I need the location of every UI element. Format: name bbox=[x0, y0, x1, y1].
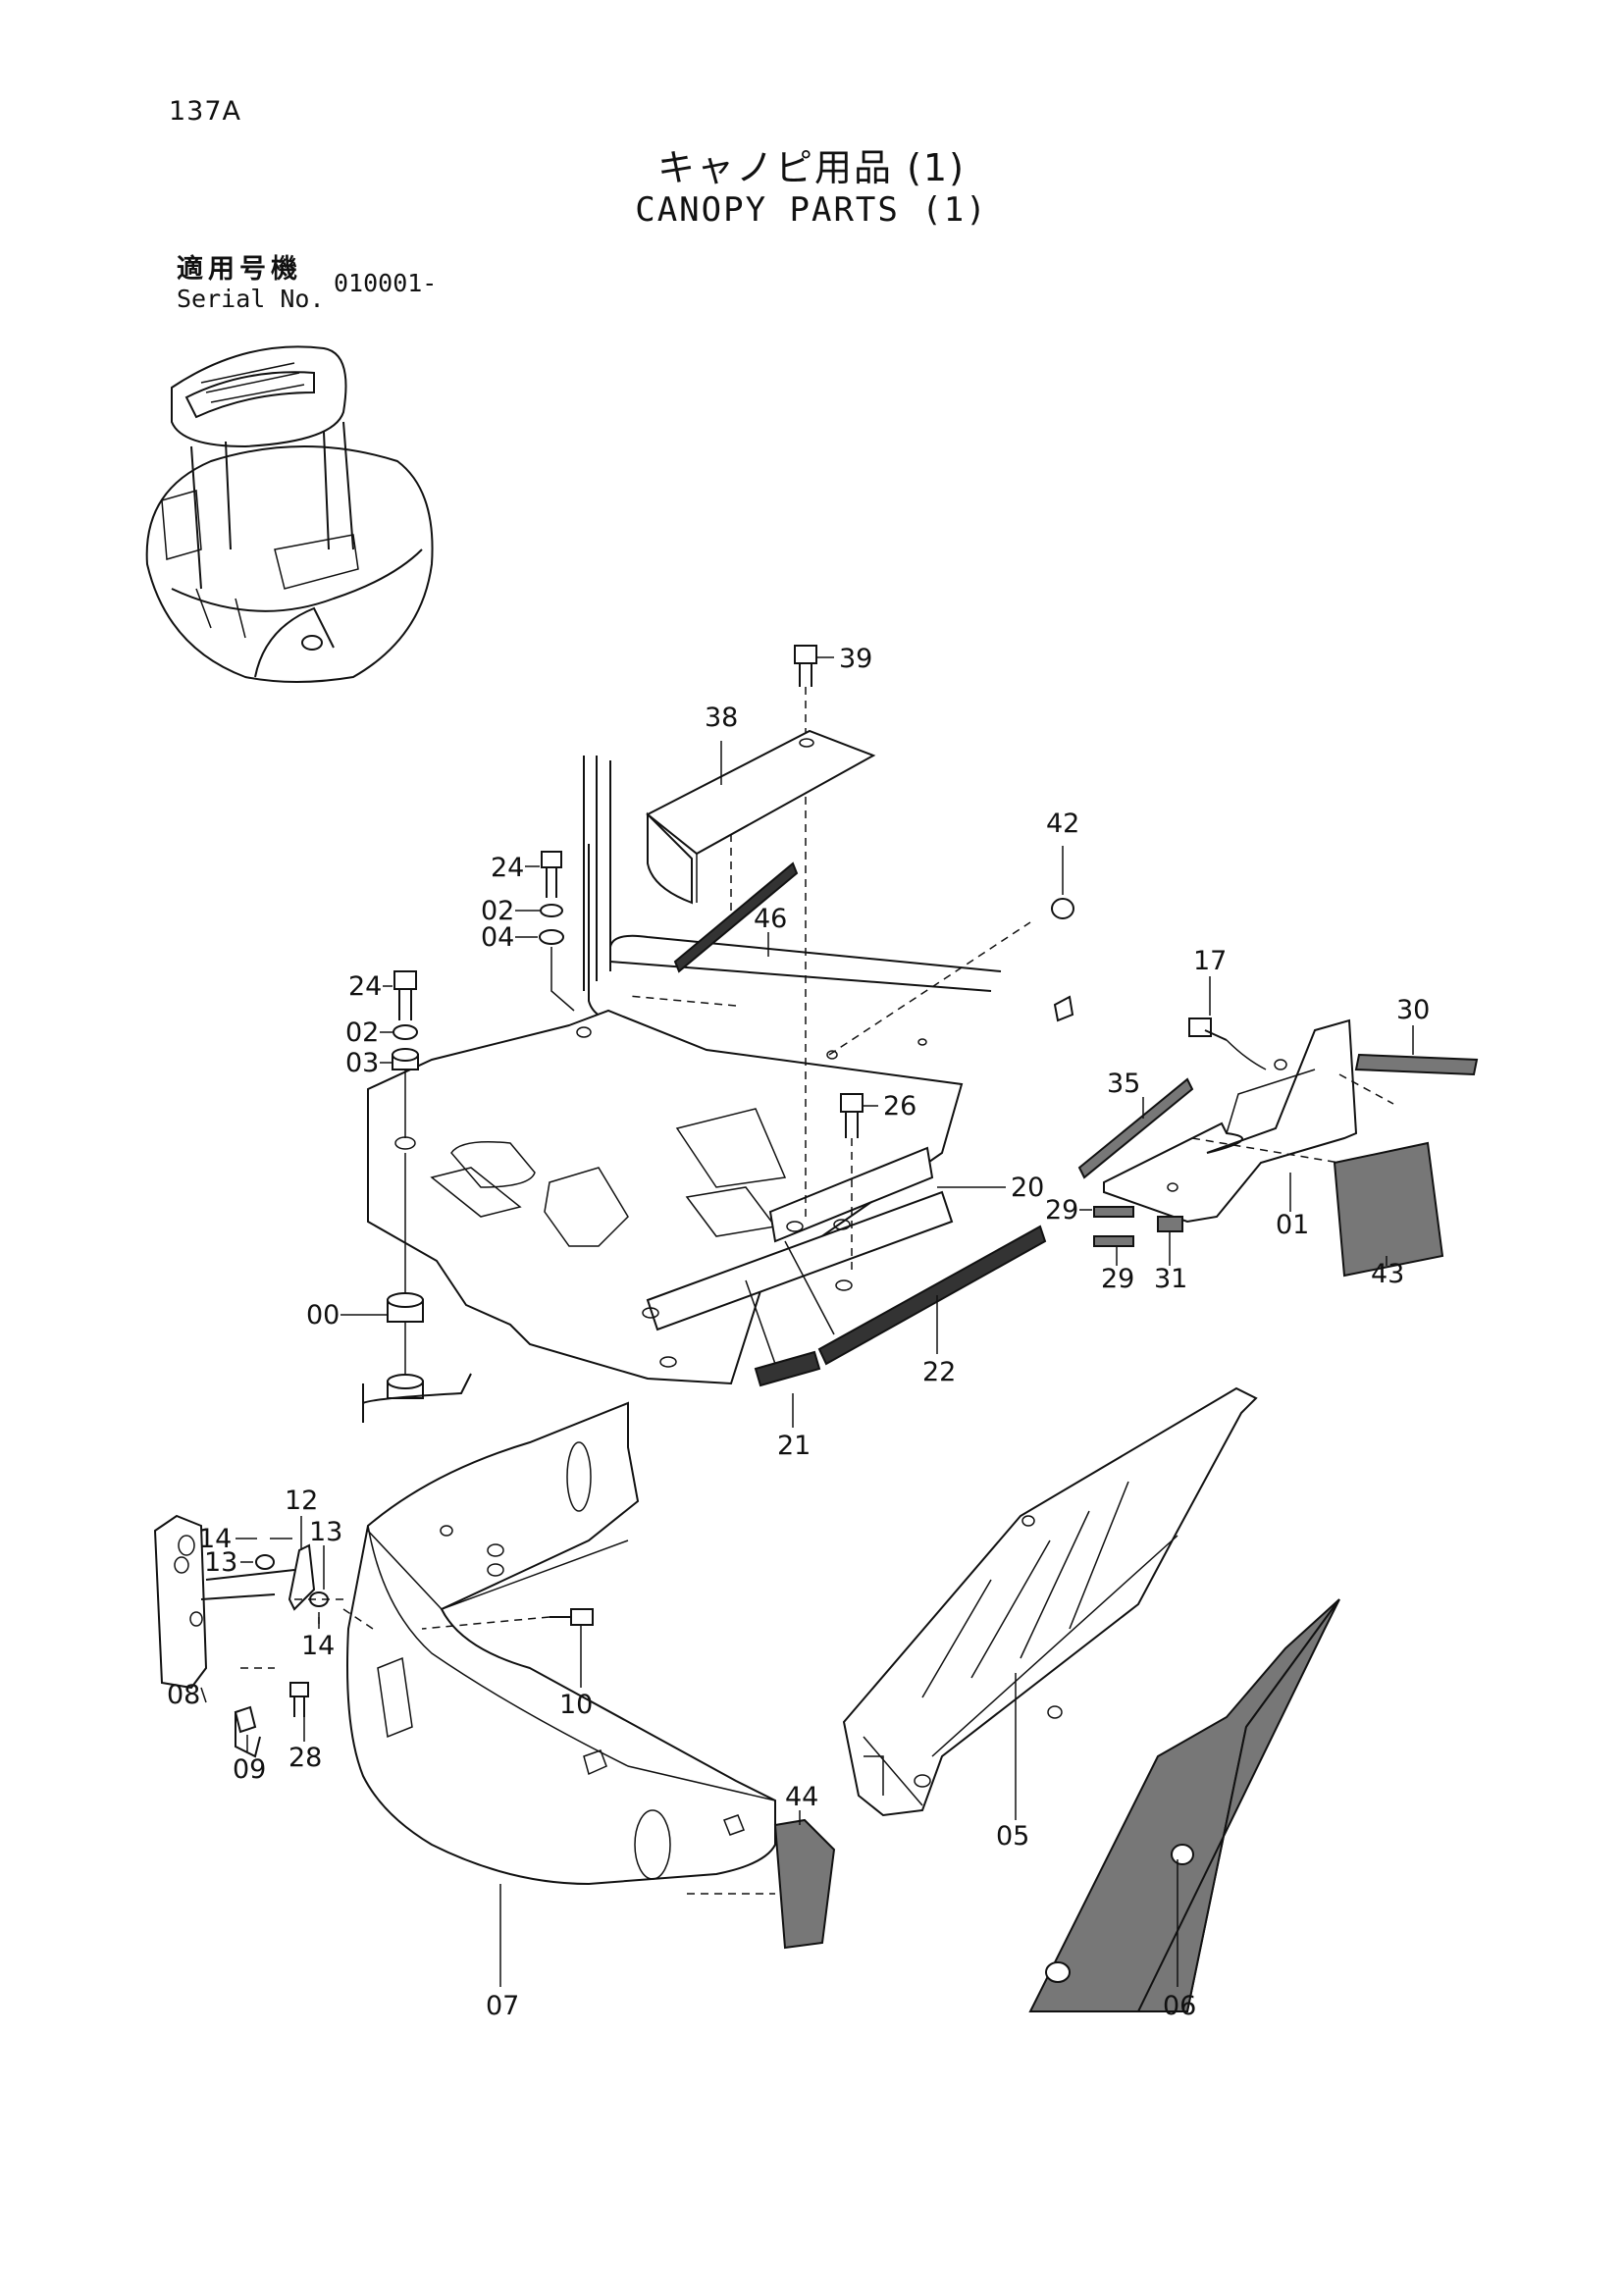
callout-03: 03 bbox=[345, 1048, 379, 1078]
machine-overview-illustration bbox=[145, 345, 434, 683]
callout-01: 01 bbox=[1276, 1210, 1309, 1240]
callout-06: 06 bbox=[1163, 1991, 1196, 2021]
callout-44: 44 bbox=[785, 1782, 818, 1812]
serial-label-english: Serial No. bbox=[177, 285, 325, 313]
cover-07-part bbox=[342, 1401, 776, 1886]
callout-39: 39 bbox=[839, 644, 872, 674]
floor-plate-part bbox=[367, 1009, 964, 1385]
callout-46: 46 bbox=[754, 904, 787, 934]
callout-labels: 39 38 42 24 02 04 46 24 02 03 17 30 35 2… bbox=[167, 644, 1430, 2021]
callout-38: 38 bbox=[705, 703, 738, 733]
callout-22: 22 bbox=[922, 1357, 956, 1387]
callout-17: 17 bbox=[1193, 946, 1227, 976]
callout-21: 21 bbox=[777, 1431, 811, 1461]
leader-lines bbox=[200, 656, 1414, 1987]
callout-10: 10 bbox=[559, 1690, 593, 1720]
callout-09: 09 bbox=[233, 1754, 266, 1785]
callout-24-lower: 24 bbox=[348, 971, 382, 1002]
serial-number-value: 010001- bbox=[334, 269, 438, 297]
plate-06-part bbox=[1028, 1598, 1340, 2012]
guard-05-part bbox=[842, 1386, 1258, 1817]
callout-42: 42 bbox=[1046, 809, 1079, 839]
callout-02-lower: 02 bbox=[345, 1018, 379, 1048]
callout-31: 31 bbox=[1154, 1264, 1187, 1294]
callout-20: 20 bbox=[1011, 1173, 1044, 1203]
callout-35: 35 bbox=[1107, 1069, 1140, 1099]
page-number: 137A bbox=[169, 96, 242, 127]
callout-05: 05 bbox=[996, 1821, 1029, 1852]
cover-38-part bbox=[646, 729, 876, 973]
pad-44-part bbox=[687, 1818, 836, 1950]
callout-04: 04 bbox=[481, 922, 514, 953]
page-title-english: CANOPY PARTS (1) bbox=[635, 190, 988, 230]
callout-30: 30 bbox=[1396, 995, 1430, 1025]
callout-29-lower: 29 bbox=[1101, 1264, 1134, 1294]
callout-07: 07 bbox=[486, 1991, 519, 2021]
callout-43: 43 bbox=[1371, 1259, 1404, 1289]
callout-13-left: 13 bbox=[204, 1547, 237, 1578]
serial-label-japanese: 適用号機 bbox=[177, 254, 302, 285]
callout-13-right: 13 bbox=[309, 1517, 342, 1547]
callout-26: 26 bbox=[883, 1091, 916, 1122]
latch-hinge-assembly bbox=[153, 1514, 343, 1758]
callout-29-upper: 29 bbox=[1045, 1195, 1078, 1226]
callout-00: 00 bbox=[306, 1300, 340, 1331]
callout-24-upper: 24 bbox=[491, 853, 524, 883]
callout-12: 12 bbox=[285, 1486, 318, 1516]
callout-14-lower: 14 bbox=[301, 1631, 335, 1661]
page-title-japanese: キャノピ用品 (1) bbox=[657, 146, 966, 189]
callout-28: 28 bbox=[288, 1743, 322, 1773]
bracket-01-assembly bbox=[1077, 1018, 1479, 1278]
callout-08: 08 bbox=[167, 1680, 200, 1710]
cab-frame-lines bbox=[583, 756, 1031, 1056]
callout-02-upper: 02 bbox=[481, 896, 514, 926]
callout-14-upper: 14 bbox=[198, 1524, 232, 1554]
